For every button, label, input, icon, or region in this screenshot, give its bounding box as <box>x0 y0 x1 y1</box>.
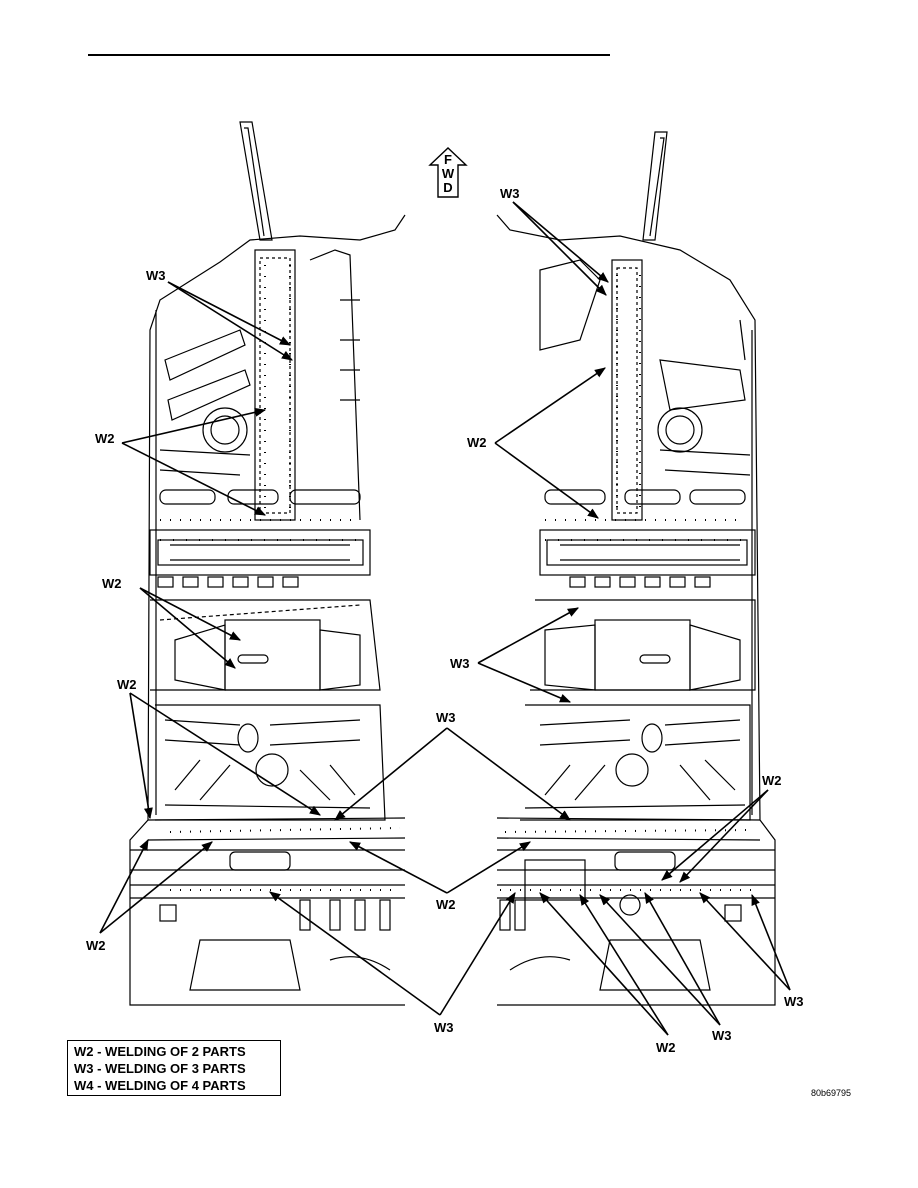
legend-item-w3: W3 - WELDING OF 3 PARTS <box>74 1061 246 1076</box>
callout-left-w2-upper: W2 <box>95 431 115 446</box>
callout-left-w3-top: W3 <box>146 268 166 283</box>
legend-item-w4: W4 - WELDING OF 4 PARTS <box>74 1078 246 1093</box>
fwd-letter-d: D <box>443 180 452 195</box>
callout-right-w3-bottom-mid: W3 <box>712 1028 732 1043</box>
leader-lines <box>99 201 791 1036</box>
right-floor-pan <box>496 131 776 1006</box>
forward-arrow-icon: F W D <box>428 147 468 198</box>
callout-right-w2-bottom: W2 <box>656 1040 676 1055</box>
fwd-letter-w: W <box>442 166 455 181</box>
weld-legend: W2 - WELDING OF 2 PARTS W3 - WELDING OF … <box>67 1040 281 1096</box>
callout-right-w3-top: W3 <box>500 186 520 201</box>
callout-left-w2-middle: W2 <box>102 576 122 591</box>
callout-left-w2-bottom: W2 <box>86 938 106 953</box>
callout-left-w2-lower: W2 <box>117 677 137 692</box>
callout-right-w2-upper: W2 <box>467 435 487 450</box>
callout-center-w3: W3 <box>436 710 456 725</box>
callout-center-w2: W2 <box>436 897 456 912</box>
fwd-letter-f: F <box>444 152 452 167</box>
callout-right-w3-middle: W3 <box>450 656 470 671</box>
callout-labels: W3 W2 W2 W2 W2 W3 W3 W2 W3 W2 W3 W2 W3 W… <box>86 186 804 1055</box>
callout-left-w3-bottom: W3 <box>434 1020 454 1035</box>
left-floor-pan <box>129 121 406 1006</box>
callout-right-w3-bottom-right: W3 <box>784 994 804 1009</box>
callout-right-w2-lower: W2 <box>762 773 782 788</box>
legend-item-w2: W2 - WELDING OF 2 PARTS <box>74 1044 246 1059</box>
figure-code: 80b69795 <box>811 1088 852 1098</box>
